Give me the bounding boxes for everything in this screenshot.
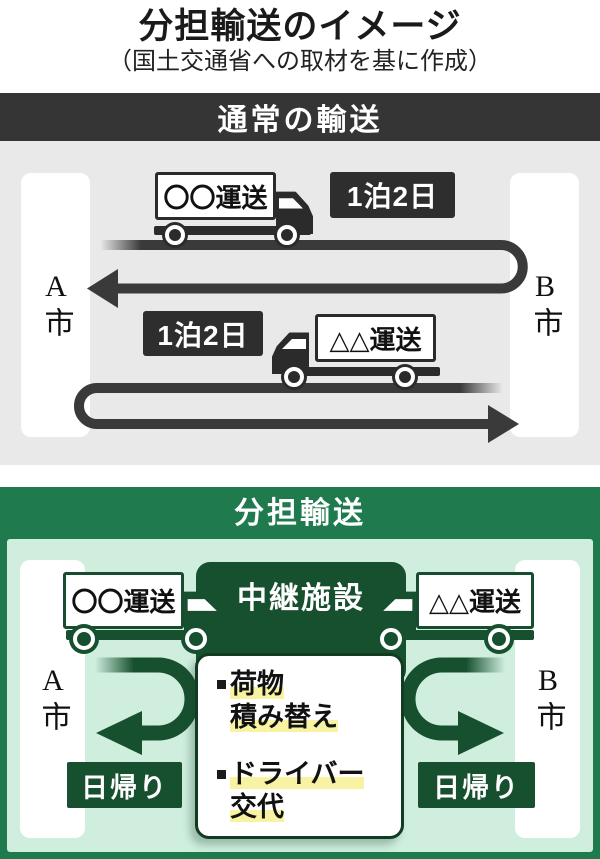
route-fade-right [466, 656, 512, 674]
wheel-icon [284, 367, 304, 387]
daytrip-badge-right: 日帰り [418, 762, 535, 808]
note-line-text: 荷物 [230, 669, 284, 699]
wheel-icon [185, 628, 207, 650]
daytrip-routes [92, 657, 508, 755]
daytrip-badge-left: 日帰り [67, 762, 182, 808]
arrowhead-right-icon [458, 711, 504, 755]
wheel-icon [277, 225, 297, 245]
wheel-icon [73, 628, 95, 650]
wheel-icon [165, 225, 185, 245]
city-a-box: A市 [21, 173, 90, 437]
city-b-box: B市 [510, 173, 579, 437]
relay-notes-panel: 荷物 積み替え ドライバー 交代 [195, 653, 404, 839]
note-cargo-transfer: 荷物 積み替え [217, 668, 401, 734]
city-b-label: B市 [528, 269, 562, 341]
arrowhead-left-icon [87, 269, 118, 308]
route-a-uturn [92, 657, 200, 741]
truck-left-cargo-box: 〇〇運送 [63, 572, 184, 629]
section-shared-body: A市 B市 中継施設 〇〇運送 [0, 532, 600, 859]
route-b-to-a-and-back [74, 383, 502, 429]
round-trip-routes [74, 240, 528, 443]
arrowhead-left-icon [96, 711, 142, 755]
bullet-square-icon [217, 770, 226, 779]
route-fade-left [88, 656, 134, 674]
truck-cab-icon [272, 332, 309, 374]
note-line-text: 積み替え [230, 702, 338, 732]
page-title: 分担輸送のイメージ [138, 7, 462, 46]
truck-chassis [154, 226, 311, 235]
city-a-label: A市 [36, 663, 70, 735]
section-normal-transport: 通常の輸送 A市 B市 〇〇運送 [0, 93, 600, 465]
truck-chassis [66, 630, 232, 640]
truck-chassis [368, 630, 534, 640]
duration-badge-bottom: 1泊2日 [143, 311, 263, 356]
relay-facility-label: 中継施設 [237, 582, 365, 615]
section-shared-header: 分担輸送 [0, 487, 600, 532]
truck-bottom-cargo-box: △△運送 [315, 314, 436, 362]
wheel-icon [380, 628, 402, 650]
route-a-to-b-and-back [98, 240, 528, 294]
truck-cab-icon [276, 191, 313, 234]
route-fade-left [93, 239, 141, 252]
page-subtitle: （国土交通省への取材を基に作成） [108, 48, 492, 75]
route-fade-right [460, 382, 510, 395]
section-normal-header: 通常の輸送 [0, 93, 600, 141]
note-line-text: ドライバー [230, 759, 365, 789]
bullet-square-icon [217, 680, 226, 689]
truck-top-cargo-box: 〇〇運送 [155, 172, 276, 220]
city-b-label: B市 [531, 663, 565, 735]
route-b-uturn [400, 657, 508, 741]
section-normal-body: A市 B市 〇〇運送 1泊2日 1泊2 [0, 141, 600, 465]
title-block: 分担輸送のイメージ （国土交通省への取材を基に作成） [0, 0, 600, 93]
duration-badge-top: 1泊2日 [330, 172, 455, 218]
wheel-icon [395, 367, 415, 387]
note-line-text: 交代 [230, 792, 284, 822]
city-a-label: A市 [39, 269, 73, 341]
arrowhead-right-icon [488, 405, 519, 443]
truck-cab-icon [371, 591, 416, 640]
section-shared-transport: 分担輸送 A市 B市 中継施設 〇〇運送 [0, 487, 600, 859]
truck-right-cargo-box: △△運送 [416, 572, 534, 629]
truck-chassis [289, 367, 440, 376]
note-driver-swap: ドライバー 交代 [217, 758, 401, 824]
wheel-icon [488, 628, 510, 650]
